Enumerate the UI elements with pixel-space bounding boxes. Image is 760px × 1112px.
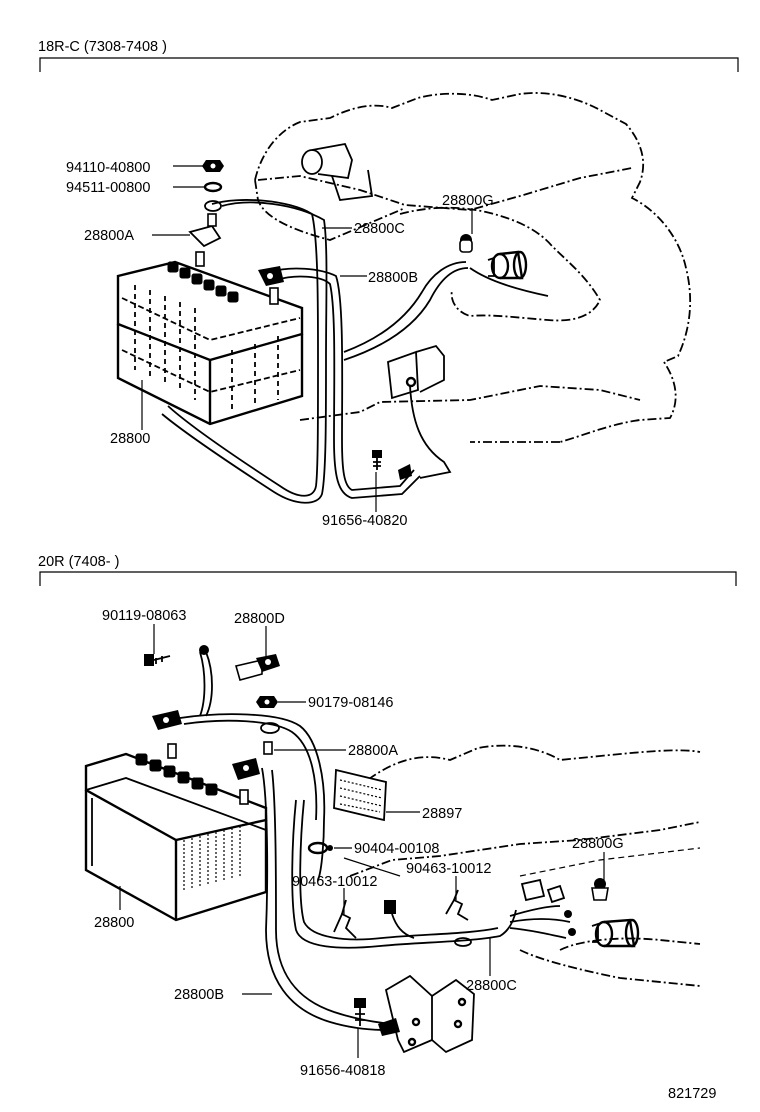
- cable-28800b-top-b: [275, 275, 421, 499]
- label-terminal-a-top: 28800A: [84, 228, 134, 244]
- label-clip-right: 90463-10012: [406, 861, 491, 877]
- terminal-positive-bottom: [152, 645, 209, 730]
- label-clip-left: 90463-10012: [292, 874, 377, 890]
- harness-dashed-link: [519, 847, 701, 877]
- engine-outline-top: [254, 92, 691, 443]
- label-cable-c-bottom: 28800C: [466, 978, 517, 994]
- washer-icon-top: [203, 181, 223, 193]
- bolt-icon-bottom: [354, 998, 400, 1036]
- label-bolt-top: 91656-40820: [322, 513, 407, 529]
- pad-28897: [333, 768, 387, 822]
- terminal-28800g-bottom: [591, 878, 609, 901]
- figure-number: 821729: [668, 1086, 716, 1102]
- label-cable-g-top: 28800G: [442, 193, 494, 209]
- cable-28800c-top: [167, 199, 319, 497]
- cable-main-bottom: [179, 713, 326, 881]
- label-battery-top: 28800: [110, 431, 150, 447]
- label-terminal-a-bottom: 28800A: [348, 743, 398, 759]
- clip-icon-left: [333, 899, 357, 939]
- ring-terminal-bottom: [260, 722, 280, 734]
- clamp-icon: [307, 841, 333, 855]
- section-bracket-bottom: [39, 571, 737, 586]
- starter-motor-top: [487, 250, 528, 280]
- cable-to-starter-top-b: [343, 261, 467, 353]
- bolt-icon-top: [372, 450, 412, 480]
- section-20r: 20R (7408- ): [38, 554, 737, 1079]
- label-nut-bottom: 90179-08146: [308, 695, 393, 711]
- connector-icon-mid: [384, 900, 415, 939]
- starter-bay-outline: [399, 206, 602, 322]
- label-cable-g-bottom: 28800G: [572, 836, 624, 852]
- battery-top: [116, 251, 304, 426]
- terminal-28800b-top: [258, 266, 284, 286]
- terminal-28800a-top: [188, 213, 222, 248]
- label-cover-d: 28800D: [234, 611, 285, 627]
- ground-bracket-top: [387, 344, 452, 479]
- nut-icon-top: [202, 160, 224, 172]
- engine-lower-bottom: [559, 937, 701, 951]
- cover-28800d: [234, 654, 280, 681]
- cable-28800b-bottom-b: [271, 769, 393, 1025]
- section-title-20r: 20R (7408- ): [38, 554, 119, 570]
- label-cable-c-top: 28800C: [354, 221, 405, 237]
- cable-28800c-top-b: [161, 201, 328, 504]
- cable-positive-bottom: [205, 651, 213, 717]
- cable-28800b-bottom: [261, 767, 387, 1031]
- label-pad: 28897: [422, 806, 462, 822]
- harness-connectors: [509, 878, 576, 939]
- cable-28800c-bottom-b: [299, 799, 499, 941]
- section-title-18r-c: 18R-C (7308-7408 ): [38, 39, 167, 55]
- cable-main-bottom-b: [183, 719, 318, 821]
- nut-icon-bottom: [256, 696, 278, 708]
- terminal-28800g-top: [459, 234, 473, 253]
- cable-positive-bottom-b: [199, 651, 206, 717]
- terminal-28800a-bottom: [232, 741, 273, 780]
- engine-outline-bottom: [349, 744, 701, 987]
- section-18r-c: 18R-C (7308-7408 ): [38, 39, 739, 529]
- label-cable-b-top: 28800B: [368, 270, 418, 286]
- label-bolt-bottom: 91656-40818: [300, 1063, 385, 1079]
- bolt-icon-bottom-top: [144, 654, 171, 666]
- cable-to-starter-top: [343, 267, 469, 361]
- clip-icon-right: [445, 889, 469, 921]
- section-bracket-top: [39, 57, 739, 72]
- leader-clip-link: [343, 857, 401, 877]
- label-bolt-top-bottom: 90119-08063: [102, 608, 186, 624]
- cable-28800b-top: [269, 267, 415, 491]
- label-battery-bottom: 28800: [94, 915, 134, 931]
- cable-28800g-top: [469, 267, 549, 297]
- engine-lower-edge: [299, 385, 641, 421]
- label-washer-top: 94511-00800: [66, 180, 150, 196]
- ground-bracket-bottom: [384, 974, 475, 1054]
- label-nut-top: 94110-40800: [66, 160, 150, 176]
- label-cable-b-bottom: 28800B: [174, 987, 224, 1003]
- starter-motor-bottom: [591, 918, 640, 948]
- label-clamp: 90404-00108: [354, 841, 439, 857]
- ring-terminal-c: [204, 200, 222, 212]
- ground-ring-bottom: [454, 937, 472, 947]
- intake-pipe-top: [301, 142, 374, 201]
- cable-28800c-bottom: [291, 799, 517, 949]
